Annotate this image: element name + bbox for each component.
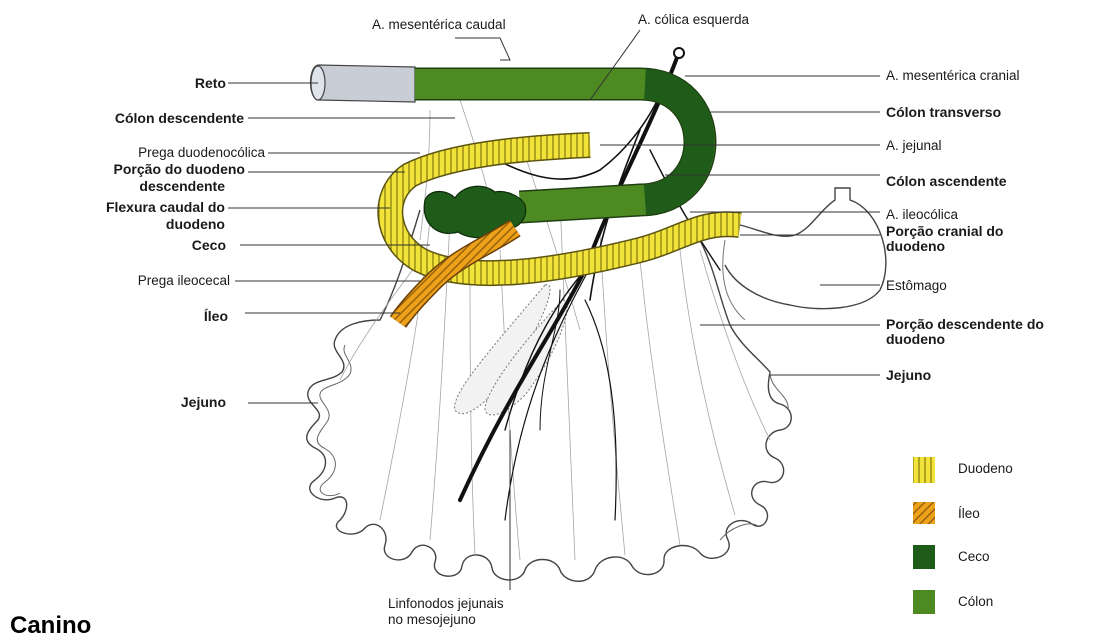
label-a-ileocolica: A. ileocólica: [886, 207, 959, 222]
label-prega-ileocecal: Prega ileocecal: [138, 273, 230, 288]
legend-label-ileo: Íleo: [958, 506, 980, 521]
label-flexura-caudal-2: duodeno: [166, 216, 225, 232]
legend: Duodeno Íleo Ceco Cólon: [913, 457, 1013, 614]
legend-swatch-ceco: [913, 545, 935, 569]
label-porcao-duodeno-descendente-1: Porção do duodeno: [114, 161, 245, 177]
reto-segment: [311, 65, 416, 102]
figure-title: Canino: [10, 612, 91, 637]
arterial-origin-marker: [674, 48, 684, 58]
label-ileo: Íleo: [204, 308, 228, 324]
left-labels: Reto Cólon descendente Prega duodenocóli…: [106, 75, 266, 410]
label-reto: Reto: [195, 75, 226, 91]
label-a-colica-esquerda: A. cólica esquerda: [638, 12, 750, 27]
right-labels: A. mesentérica cranial Cólon transverso …: [886, 68, 1044, 383]
label-porcao-descendente-1: Porção descendente do: [886, 316, 1044, 332]
label-a-mesenterica-caudal: A. mesentérica caudal: [372, 17, 506, 32]
label-prega-duodenocolica: Prega duodenocólica: [138, 145, 265, 160]
legend-label-colon: Cólon: [958, 594, 993, 609]
legend-label-ceco: Ceco: [958, 549, 990, 564]
label-flexura-caudal-1: Flexura caudal do: [106, 199, 225, 215]
label-linfonodos-1: Linfonodos jejunais: [388, 596, 504, 611]
label-linfonodos-2: no mesojejuno: [388, 612, 476, 627]
label-a-mesenterica-cranial: A. mesentérica cranial: [886, 68, 1020, 83]
label-ceco: Ceco: [192, 237, 226, 253]
stomach-shape: [725, 188, 886, 309]
label-estomago: Estômago: [886, 278, 947, 293]
label-porcao-duodeno-descendente-2: descendente: [139, 178, 225, 194]
legend-swatch-duodeno: [913, 457, 935, 483]
legend-label-duodeno: Duodeno: [958, 461, 1013, 476]
label-colon-transverso: Cólon transverso: [886, 104, 1001, 120]
label-jejuno-left: Jejuno: [181, 394, 226, 410]
label-porcao-cranial-1: Porção cranial do: [886, 223, 1003, 239]
label-porcao-descendente-2: duodeno: [886, 331, 945, 347]
legend-swatch-colon: [913, 590, 935, 614]
label-jejuno-right: Jejuno: [886, 367, 931, 383]
legend-swatch-ileo: [913, 502, 935, 524]
label-colon-ascendente: Cólon ascendente: [886, 173, 1007, 189]
mesentery-inner-outline: [317, 345, 788, 540]
label-colon-descendente: Cólon descendente: [115, 110, 244, 126]
label-a-jejunal: A. jejunal: [886, 138, 942, 153]
label-porcao-cranial-2: duodeno: [886, 238, 945, 254]
